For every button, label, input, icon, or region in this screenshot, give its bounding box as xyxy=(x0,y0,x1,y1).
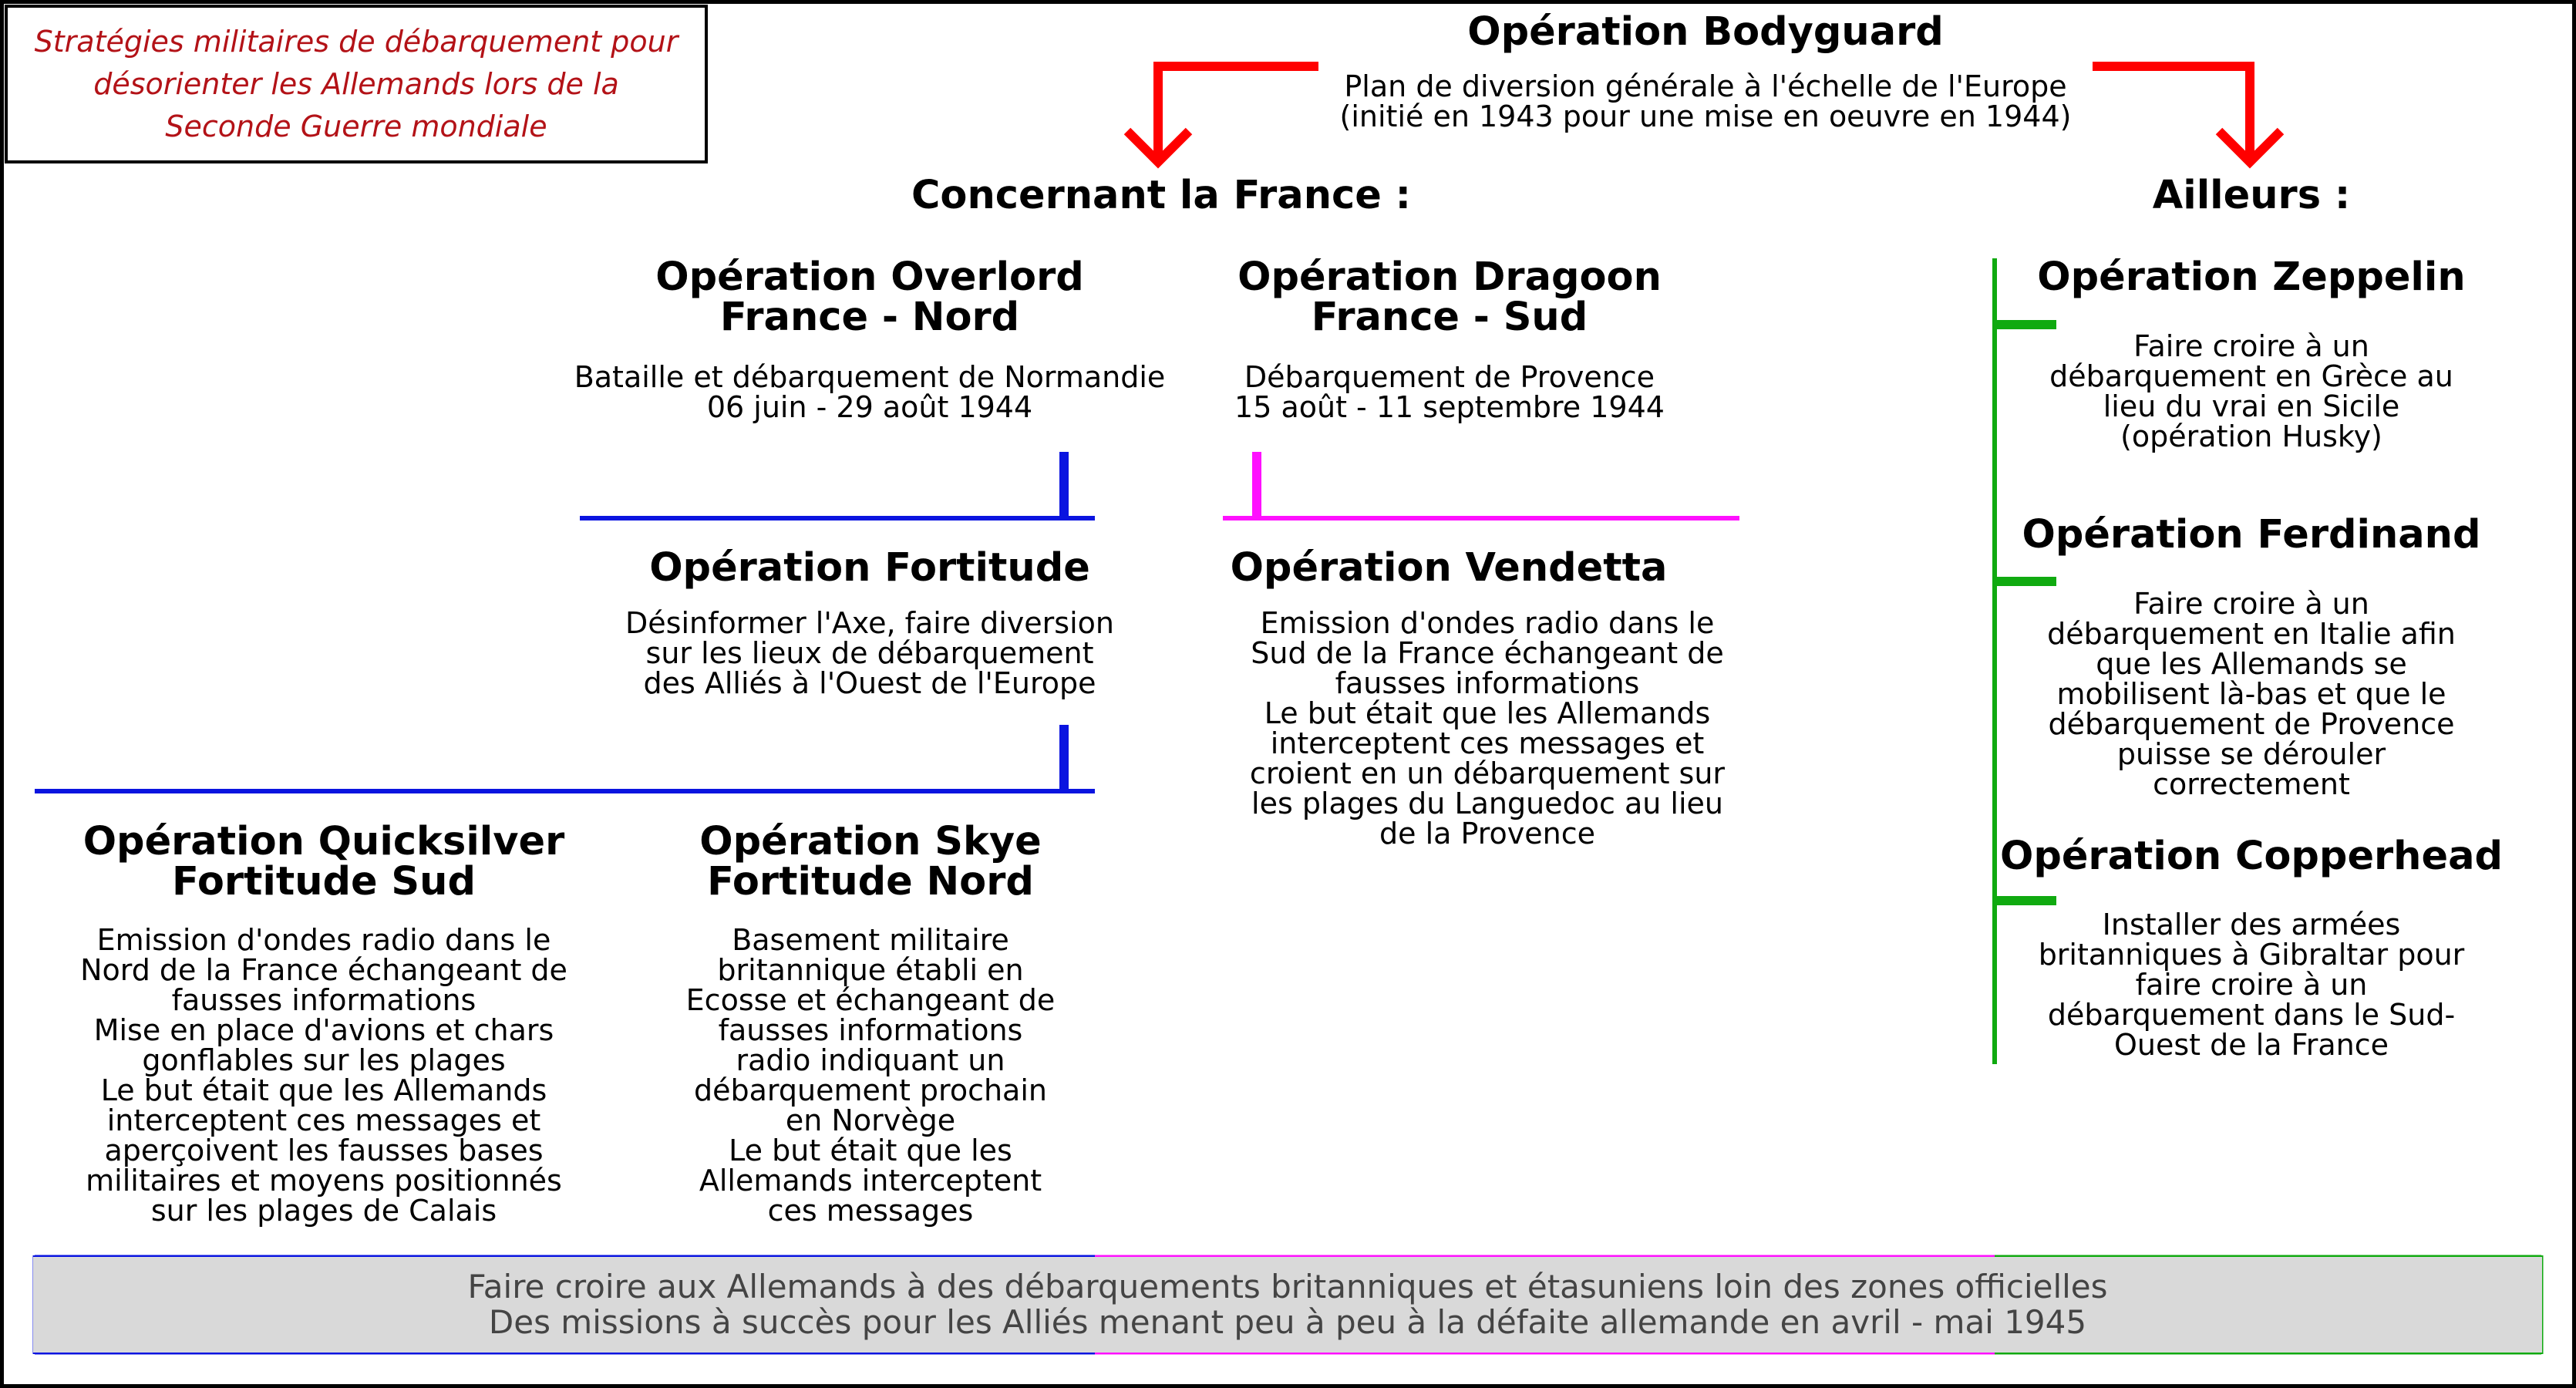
quicksilver-description: Emission d'ondes radio dans le Nord de l… xyxy=(80,923,567,1228)
elsewhere-bracket xyxy=(1992,258,2056,1064)
section-france: Concernant la France : xyxy=(911,173,1411,218)
bodyguard-description: Plan de diversion générale à l'échelle d… xyxy=(1339,69,2072,133)
arrow-to-elsewhere xyxy=(2093,62,2285,169)
skye-description: Basement militaire britannique établi en… xyxy=(685,923,1056,1228)
ferdinand-title: Opération Ferdinand xyxy=(2022,512,2481,558)
fortitude-description: Désinformer l'Axe, faire diversion sur l… xyxy=(625,606,1114,700)
fortitude-title: Opération Fortitude xyxy=(649,545,1090,591)
overlord-title: Opération Overlord France - Nord xyxy=(655,254,1084,340)
skye-title: Opération Skye Fortitude Nord xyxy=(699,819,1042,905)
arrow-to-france xyxy=(1123,62,1318,169)
quicksilver-title: Opération Quicksilver Fortitude Sud xyxy=(82,819,565,905)
summary-box: Faire croire aux Allemands à des débarqu… xyxy=(33,1257,2542,1353)
zeppelin-description: Faire croire à un débarquement en Grèce … xyxy=(2049,329,2453,453)
copperhead-description: Installer des armées britanniques à Gibr… xyxy=(2038,908,2465,1062)
diagram-title-box: Stratégies militaires de débarquement po… xyxy=(5,5,708,163)
fortitude-connector xyxy=(35,725,1095,793)
copperhead-title: Opération Copperhead xyxy=(1999,834,2504,879)
dragoon-description: Débarquement de Provence 15 août - 11 se… xyxy=(1234,360,1665,424)
overlord-description: Bataille et débarquement de Normandie 06… xyxy=(574,360,1166,424)
vendetta-title: Opération Vendetta xyxy=(1230,545,1668,591)
dragoon-connector xyxy=(1223,452,1739,520)
ferdinand-description: Faire croire à un débarquement en Italie… xyxy=(2047,587,2456,801)
bodyguard-title: Opération Bodyguard xyxy=(1467,9,1944,55)
dragoon-title: Opération Dragoon France - Sud xyxy=(1237,254,1662,340)
overlord-connector xyxy=(580,452,1095,520)
zeppelin-title: Opération Zeppelin xyxy=(2037,254,2466,300)
section-elsewhere: Ailleurs : xyxy=(2152,173,2351,218)
vendetta-description: Emission d'ondes radio dans le Sud de la… xyxy=(1249,606,1726,851)
